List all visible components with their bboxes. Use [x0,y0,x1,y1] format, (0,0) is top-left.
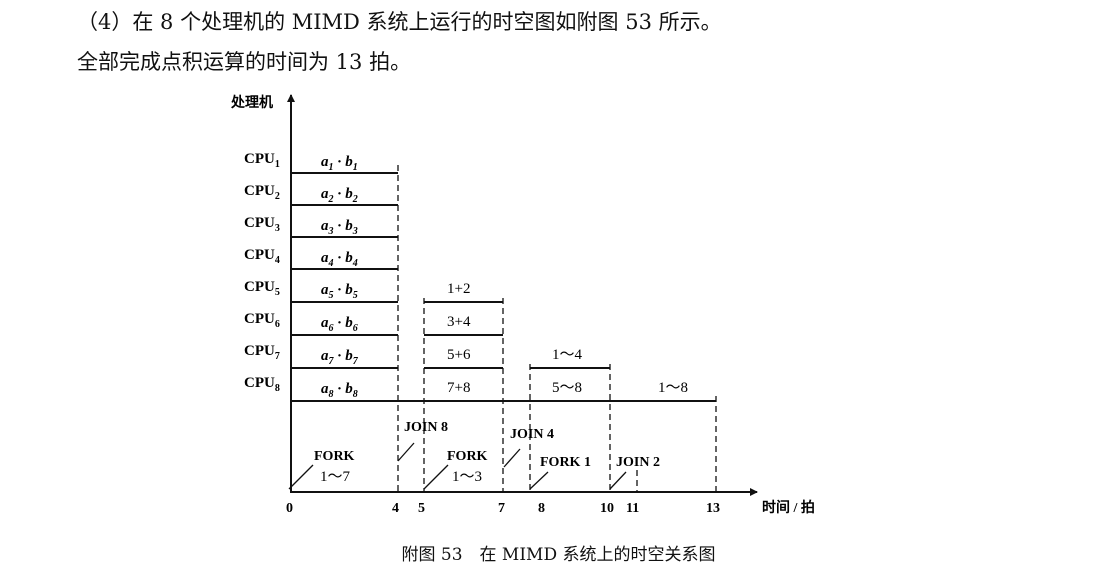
product-4: a4·b4 [321,250,358,269]
cpu-labels: CPU1 CPU2 CPU3 CPU4 CPU5 CPU6 CPU7 CPU8 [244,151,280,394]
cpu-label-3: CPU3 [244,215,280,234]
tick-13: 13 [706,501,720,516]
fork-2-range: 1～3 [452,469,482,485]
x-axis-label: 时间 / 拍 [762,499,815,516]
fork-1-range: 1～7 [320,469,351,485]
cpu-label-8: CPU8 [244,375,280,394]
tick-8: 8 [538,501,545,516]
sum-1-8: 1～8 [658,380,688,396]
intro-line-1: （4）在 8 个处理机的 MIMD 系统上运行的时空图如附图 53 所示。 [77,10,722,34]
tick-5: 5 [418,501,425,516]
sum-7-8: 7+8 [447,380,470,396]
fork-3-slash [529,471,549,490]
join-4-label: JOIN 4 [510,427,554,442]
fork-1-slash [288,464,314,490]
tick-0: 0 [286,501,293,516]
product-1: a1·b1 [321,154,358,173]
figure-caption: 附图 53 在 MIMD 系统上的时空关系图 [401,545,716,565]
sum-5-6: 5+6 [447,347,471,363]
join-2-label: JOIN 2 [616,455,660,470]
tick-10: 10 [600,501,614,516]
cpu-label-6: CPU6 [244,311,280,330]
cpu-label-7: CPU7 [244,343,280,362]
intro-line-2: 全部完成点积运算的时间为 13 拍。 [77,50,412,74]
tick-7: 7 [498,501,505,516]
cpu-label-2: CPU2 [244,183,280,202]
product-labels: a1·b1 a2·b2 a3·b3 a4·b4 a5·b5 a6·b6 a7·b… [321,154,359,400]
product-6: a6·b6 [321,315,358,334]
sum-3-4: 3+4 [447,314,471,330]
sum-1-2: 1+2 [447,281,470,297]
control-labels: FORK 1～7 JOIN 8 FORK 1～3 JOIN 4 FORK 1 J… [288,420,660,490]
fork-3-label: FORK 1 [540,455,591,470]
product-2: a2·b2 [321,186,358,205]
tick-11: 11 [626,501,639,516]
sum-5-8: 5～8 [552,380,582,396]
product-3: a3·b3 [321,218,358,237]
sum-labels: 1+2 3+4 5+6 7+8 1～4 5～8 1～8 [447,281,688,396]
sum-1-4: 1～4 [552,347,583,363]
join-2-slash [609,471,627,490]
fork-1-label: FORK [314,449,355,464]
cpu-label-5: CPU5 [244,279,280,298]
task-lines [291,172,716,402]
cpu-label-1: CPU1 [244,151,280,170]
fork-2-slash [423,464,449,490]
cpu-label-4: CPU4 [244,247,280,266]
fork-2-label: FORK [447,449,488,464]
join-8-label: JOIN 8 [404,420,448,435]
join-8-slash [397,442,415,462]
tick-4: 4 [392,501,399,516]
product-5: a5·b5 [321,282,358,301]
product-8: a8·b8 [321,381,358,400]
product-7: a7·b7 [321,348,359,367]
x-tick-labels: 0 4 5 7 8 10 11 13 [286,501,720,516]
join-4-slash [503,448,521,468]
y-axis-label: 处理机 [230,94,273,111]
dashed-time-markers [397,165,717,492]
